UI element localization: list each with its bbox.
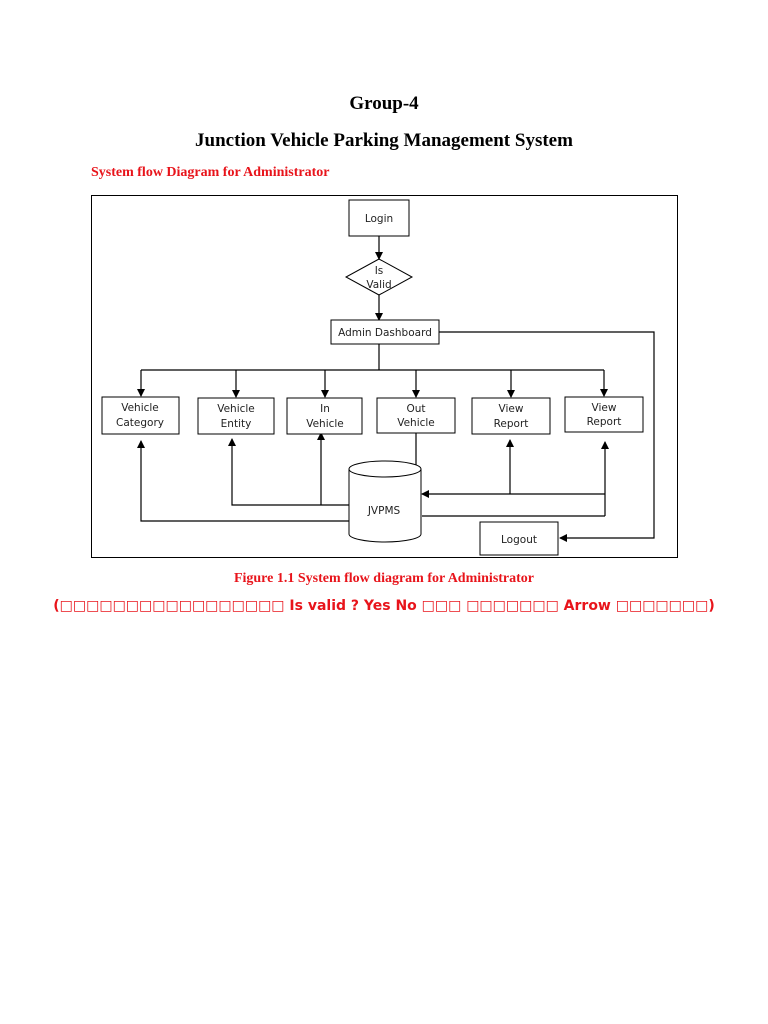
database-node: JVPMS [348,460,422,543]
module-vehicle-category: Vehicle Category [101,396,180,435]
note-text: (□□□□□□□□□□□□□□□□□ Is valid ? Yes No □□□… [53,598,715,614]
module-vehicle-entity: Vehicle Entity [197,397,275,435]
svg-text:Vehicle: Vehicle [397,417,435,429]
system-flow-diagram: Login Is Valid Admin Dashboard Vehicle C… [91,195,678,558]
svg-text:Login: Login [365,213,393,225]
module-out-vehicle: Out Vehicle [376,397,456,434]
svg-text:View: View [499,403,524,415]
svg-text:View: View [592,402,617,414]
svg-text:In: In [320,403,330,415]
svg-text:Entity: Entity [221,418,252,430]
svg-text:Vehicle: Vehicle [217,403,255,415]
module-view-report: View Report [471,397,551,435]
module-view-report-2: View Report [564,396,644,433]
svg-text:Valid: Valid [366,279,391,291]
svg-text:JVPMS: JVPMS [367,505,401,517]
document-title: Junction Vehicle Parking Management Syst… [195,130,573,151]
svg-text:Report: Report [587,416,622,428]
flow-connectors [137,236,655,542]
svg-text:Logout: Logout [501,534,537,546]
svg-text:Vehicle: Vehicle [306,418,344,430]
svg-text:Is: Is [375,265,384,277]
module-in-vehicle: In Vehicle [286,397,363,435]
admin-dashboard-node: Admin Dashboard [330,319,440,345]
svg-text:Admin Dashboard: Admin Dashboard [338,327,432,339]
logout-node: Logout [479,521,559,556]
is-valid-decision: Is Valid [344,258,414,296]
svg-text:Out: Out [406,403,425,415]
svg-text:Vehicle: Vehicle [121,402,159,414]
svg-text:Category: Category [116,417,164,429]
svg-text:Report: Report [494,418,529,430]
group-title: Group-4 [349,93,419,114]
section-heading: System flow Diagram for Administrator [91,165,330,180]
login-node: Login [348,199,410,237]
figure-caption: Figure 1.1 System flow diagram for Admin… [233,571,535,586]
